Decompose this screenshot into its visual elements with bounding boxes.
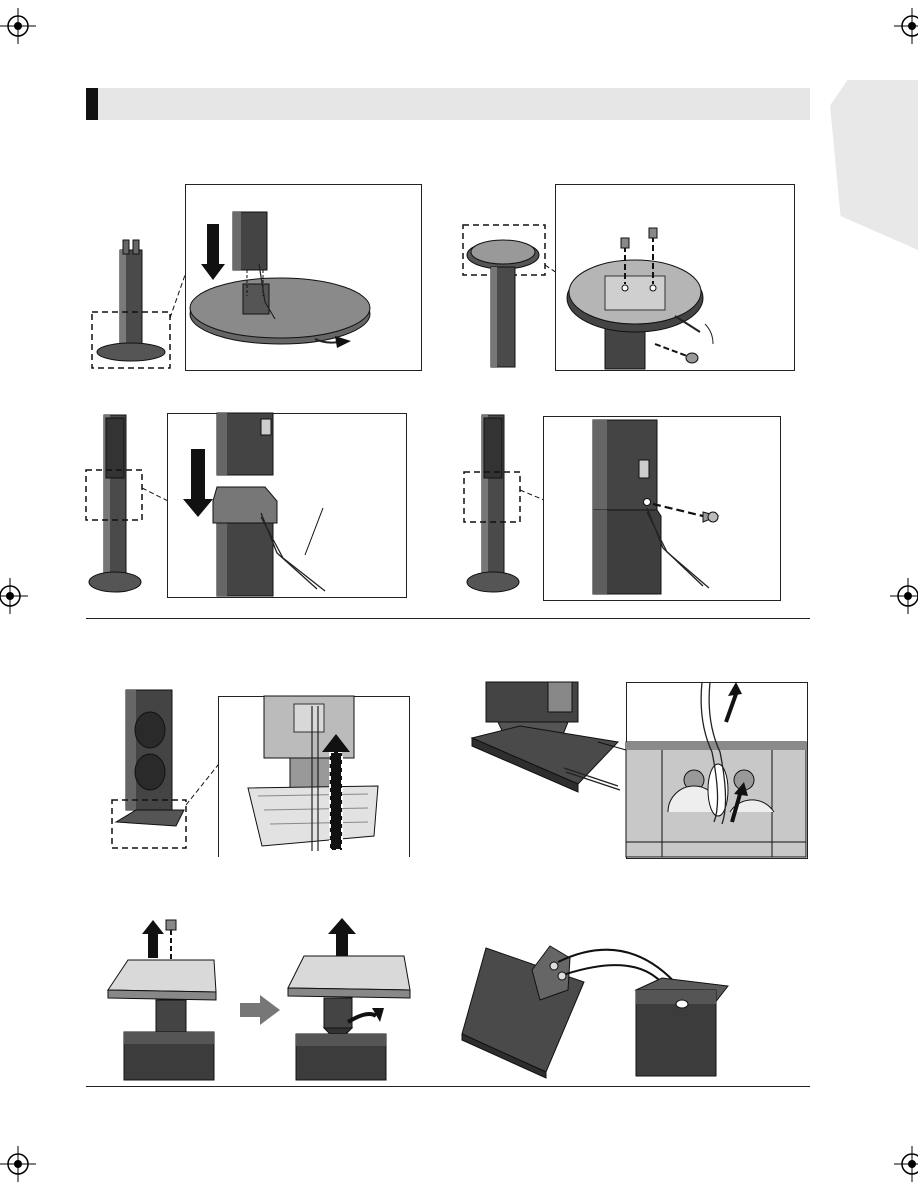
illustration-route-cable (626, 682, 806, 857)
section-divider-1 (86, 618, 810, 619)
section-title-bar (86, 88, 810, 120)
illustration-stand-base-cable (468, 682, 648, 797)
illustration-insert-pole-base (185, 184, 420, 369)
registration-mark-mid-left (0, 578, 32, 618)
illustration-attach-speaker (167, 413, 405, 596)
speaker-pole-overview-1 (80, 230, 190, 375)
speaker-pole-overview-2 (455, 225, 565, 375)
illustration-remove-stand (218, 696, 408, 851)
section-divider-2 (86, 1086, 810, 1087)
next-step-arrow-icon (240, 995, 280, 1025)
illustration-lift-plate (284, 918, 414, 1080)
registration-mark-bottom-right (894, 1146, 918, 1186)
registration-mark-mid-right (890, 578, 918, 618)
registration-mark-bottom-left (0, 1146, 40, 1186)
illustration-screw-base (555, 184, 793, 369)
registration-mark-top-left (0, 8, 40, 48)
registration-mark-top-right (894, 8, 918, 48)
side-index-tab (830, 80, 918, 250)
section-title-accent (86, 88, 98, 120)
illustration-unscrew-plate (104, 912, 220, 1080)
illustration-connect-cable (458, 938, 738, 1078)
illustration-screw-speaker (543, 416, 779, 599)
speaker-overview-5 (108, 690, 228, 850)
